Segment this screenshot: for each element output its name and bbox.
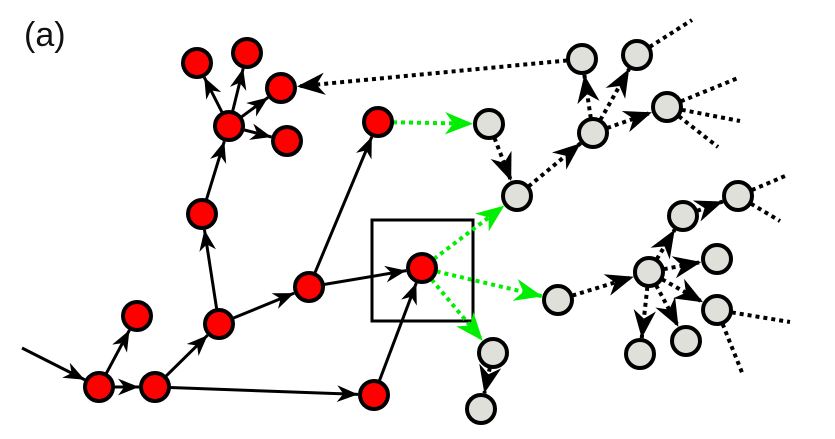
solid-edge <box>202 76 224 114</box>
solid-edge <box>204 140 227 201</box>
unexplored-edge-stub <box>751 174 786 192</box>
frontier-edge <box>430 278 485 343</box>
unexplored-edge-stub <box>731 310 791 324</box>
solid-edge <box>21 346 86 382</box>
solid-edge <box>169 385 359 403</box>
visited-node <box>231 37 263 69</box>
solid-edge <box>232 291 295 320</box>
unvisited-node <box>477 337 509 369</box>
unvisited-node <box>621 39 653 71</box>
visited-node <box>186 198 218 230</box>
dotted-edge <box>296 58 568 95</box>
visited-node <box>139 371 171 403</box>
visited-node <box>121 300 153 332</box>
visited-node <box>213 110 245 142</box>
dotted-edge <box>571 274 635 298</box>
dotted-edge <box>654 284 681 328</box>
dotted-edge <box>606 110 653 133</box>
node-layer <box>83 37 754 425</box>
highlight-box-layer <box>370 218 475 323</box>
unvisited-node <box>667 200 699 232</box>
unvisited-node <box>473 108 505 140</box>
dotted-edge <box>661 277 705 304</box>
edge-layer <box>21 18 791 403</box>
frontier-edge <box>392 112 474 135</box>
highlight-box <box>370 218 475 323</box>
unvisited-node <box>722 180 754 212</box>
visited-node <box>358 379 390 411</box>
dotted-edge <box>598 67 631 121</box>
dotted-edge <box>479 363 502 394</box>
dotted-edge <box>650 228 677 261</box>
solid-edge <box>199 229 219 310</box>
unvisited-node <box>542 284 574 316</box>
unexplored-edge-stub <box>681 107 741 123</box>
visited-node <box>181 47 213 79</box>
unvisited-node <box>701 294 733 326</box>
solid-edge <box>243 123 272 140</box>
unvisited-node <box>624 338 656 370</box>
unexplored-edge-stub <box>720 323 745 376</box>
unvisited-node <box>651 91 683 123</box>
unvisited-node <box>577 117 609 149</box>
unvisited-node <box>633 256 665 288</box>
visited-node <box>271 125 303 157</box>
unexplored-edge-stub <box>680 76 739 104</box>
panel-label: (a) <box>24 16 66 54</box>
dotted-edge <box>577 74 600 119</box>
dotted-edge <box>692 199 724 222</box>
unexplored-edge-stub <box>648 18 694 49</box>
solid-edge <box>229 68 247 112</box>
visited-node <box>203 308 235 340</box>
visited-node <box>83 371 115 403</box>
unvisited-node <box>670 325 702 357</box>
dotted-edge <box>490 137 514 182</box>
visited-node <box>265 72 297 104</box>
solid-edge <box>104 329 131 375</box>
dotted-edge <box>633 286 656 339</box>
unvisited-node <box>465 393 497 425</box>
visited-node <box>406 252 438 284</box>
dotted-edge <box>663 256 702 279</box>
frontier-edge <box>432 204 506 261</box>
unvisited-node <box>701 243 733 275</box>
solid-edge <box>323 265 407 286</box>
visited-node <box>293 271 325 303</box>
unexplored-edge-stub <box>749 201 782 223</box>
solid-edge <box>240 96 269 119</box>
frontier-edge <box>436 269 543 301</box>
solid-edge <box>164 334 209 378</box>
solid-edge <box>377 282 418 382</box>
unvisited-node <box>501 180 533 212</box>
solid-edge <box>313 136 374 274</box>
unexplored-edge-stub <box>677 114 720 149</box>
visited-node <box>362 106 394 138</box>
unvisited-node <box>566 43 598 75</box>
dotted-edge <box>527 141 582 188</box>
